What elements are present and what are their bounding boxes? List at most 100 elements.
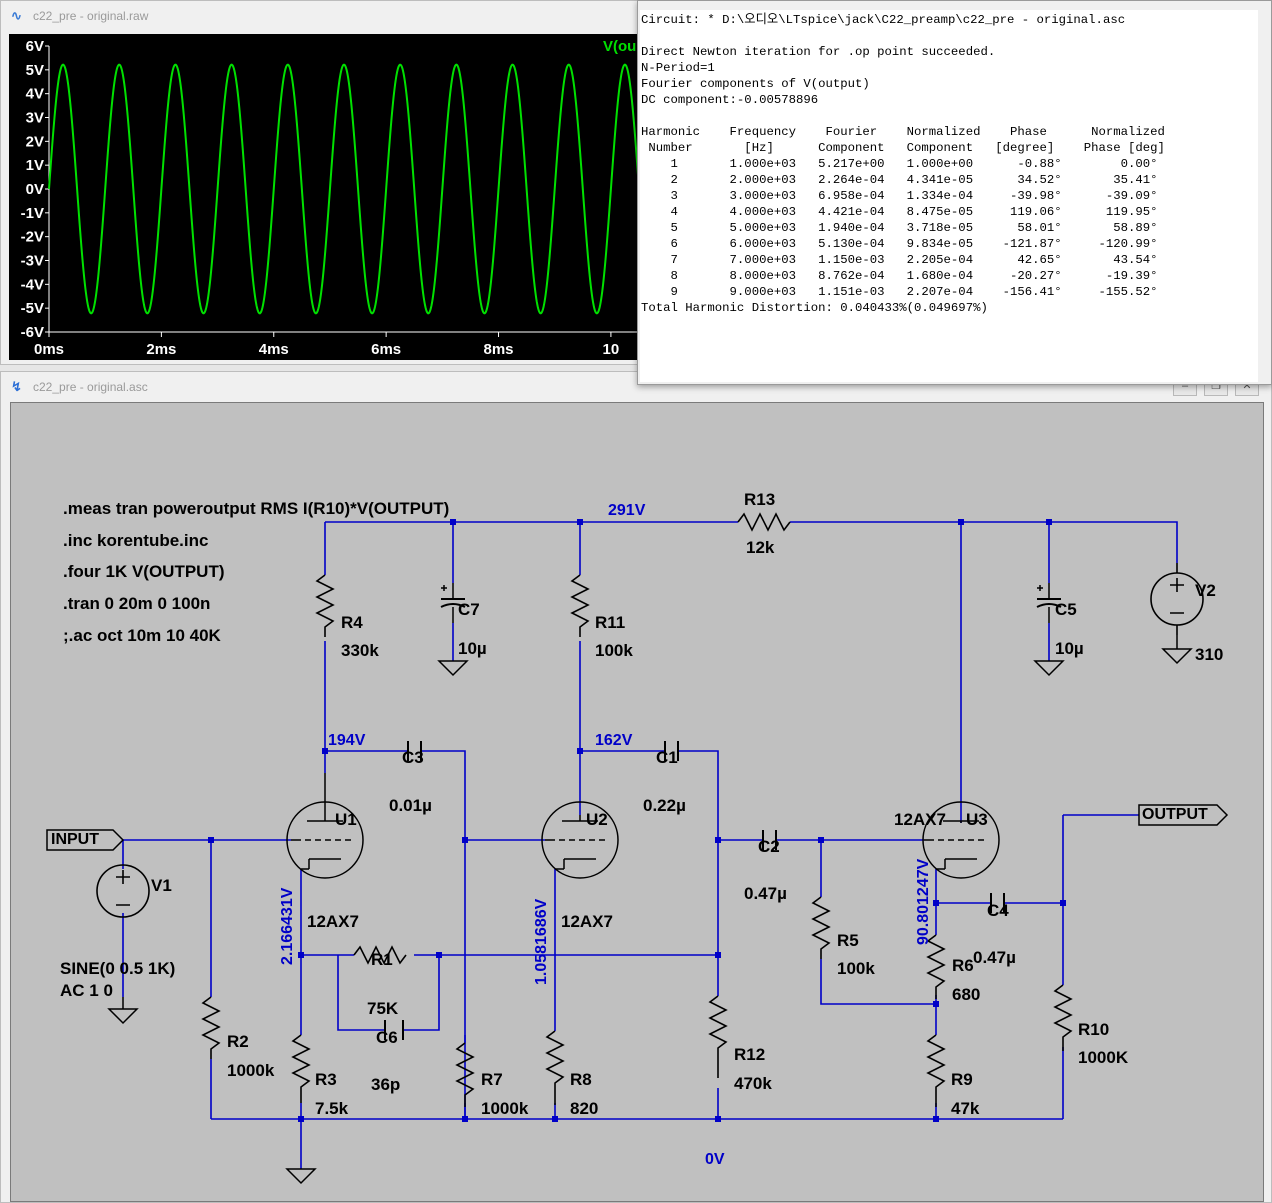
u3-cathode-voltage-label: 90.801247V: [915, 858, 932, 945]
directive-meas[interactable]: .meas tran poweroutput RMS I(R10)*V(OUTP…: [63, 499, 450, 518]
c6-symbol: [384, 1020, 404, 1040]
directive-four[interactable]: .four 1K V(OUTPUT): [63, 562, 225, 581]
r8-value[interactable]: 820: [570, 1099, 599, 1118]
spice-log-text[interactable]: Circuit: * D:\오디오\LTspice\jack\C22_pream…: [640, 10, 1259, 382]
input-port-shape: [46, 829, 125, 851]
c5-name[interactable]: C5: [1055, 600, 1077, 619]
c2-value[interactable]: 0.47µ: [744, 884, 787, 903]
log-line: 9 9.000e+03 1.151e-03 2.207e-04 -156.41°…: [641, 285, 1158, 299]
u1-plate-voltage-label: 194V: [328, 732, 366, 749]
r4-symbol: [315, 574, 335, 637]
r11-name[interactable]: R11: [595, 613, 626, 632]
r5-symbol: [811, 896, 831, 959]
r13-name[interactable]: R13: [744, 490, 776, 509]
y-tick-label: 6V: [26, 38, 44, 55]
input-port-label[interactable]: INPUT: [51, 831, 99, 848]
log-line: 3 3.000e+03 6.958e-04 1.334e-04 -39.98° …: [641, 189, 1158, 203]
wires: [122, 521, 1178, 1169]
cap-wires: [441, 583, 1050, 623]
log-line: Number [Hz] Component Component [degree]…: [641, 141, 1165, 155]
r8-symbol: [545, 1030, 565, 1105]
y-tick-label: -3V: [21, 253, 44, 270]
schematic-window[interactable]: ↯ c22_pre - original.asc – ❐ ✕: [0, 371, 1272, 1203]
r4-name[interactable]: R4: [341, 613, 363, 632]
r7-name[interactable]: R7: [481, 1070, 503, 1089]
r2-name[interactable]: R2: [227, 1032, 249, 1051]
r3-value[interactable]: 7.5k: [315, 1099, 349, 1118]
supply-voltage-label: 291V: [608, 502, 646, 519]
r13-value[interactable]: 12k: [746, 538, 775, 557]
r8-name[interactable]: R8: [570, 1070, 592, 1089]
v2-value[interactable]: 310: [1195, 645, 1224, 664]
u2-triode: [541, 801, 619, 879]
v2-name[interactable]: V2: [1195, 581, 1216, 600]
schematic-drawing: [46, 512, 1229, 1185]
c1-value[interactable]: 0.22µ: [643, 796, 686, 815]
r11-symbol: [570, 574, 590, 637]
r5-name[interactable]: R5: [837, 931, 859, 950]
ground-symbols: [107, 635, 1193, 1185]
c3-name[interactable]: C3: [402, 748, 424, 767]
r4-value[interactable]: 330k: [341, 641, 379, 660]
waveform-window-titlebar[interactable]: ∿ c22_pre - original.raw: [1, 1, 639, 31]
v1-symbol: [96, 864, 150, 918]
c6-name[interactable]: C6: [376, 1028, 398, 1047]
r2-value[interactable]: 1000k: [227, 1061, 275, 1080]
v1-name[interactable]: V1: [151, 876, 172, 895]
output-port-label[interactable]: OUTPUT: [1142, 806, 1208, 823]
r10-value[interactable]: 1000K: [1078, 1048, 1129, 1067]
r1-symbol: [353, 945, 407, 965]
schematic-window-titlebar[interactable]: ↯ c22_pre - original.asc: [1, 372, 1271, 402]
junction-dots: [208, 519, 1066, 1122]
u1-value[interactable]: 12AX7: [307, 912, 359, 931]
log-line: N-Period=1: [641, 61, 715, 75]
u2-value[interactable]: 12AX7: [561, 912, 613, 931]
schematic-canvas[interactable]: .meas tran poweroutput RMS I(R10)*V(OUTP…: [10, 402, 1264, 1202]
r3-name[interactable]: R3: [315, 1070, 337, 1089]
u1-name[interactable]: U1: [335, 810, 357, 829]
r12-name[interactable]: R12: [734, 1045, 766, 1064]
r12-symbol: [708, 995, 728, 1078]
ground-voltage-label: 0V: [705, 1151, 725, 1168]
r11-value[interactable]: 100k: [595, 641, 633, 660]
r1-value[interactable]: 75K: [367, 999, 399, 1018]
c3-value[interactable]: 0.01µ: [389, 796, 432, 815]
r12-value[interactable]: 470k: [734, 1074, 772, 1093]
r9-value[interactable]: 47k: [951, 1099, 980, 1118]
log-line: 5 5.000e+03 1.940e-04 3.718e-05 58.01° 5…: [641, 221, 1158, 235]
y-tick-label: -6V: [21, 324, 44, 341]
u3-name[interactable]: U3: [966, 810, 988, 829]
log-line: Total Harmonic Distortion: 0.040433%(0.0…: [641, 301, 988, 315]
directive-inc[interactable]: .inc korentube.inc: [63, 531, 209, 550]
c2-name[interactable]: C2: [758, 837, 780, 856]
c4-name[interactable]: C4: [987, 901, 1009, 920]
log-scrollbar[interactable]: [1258, 10, 1269, 382]
u2-name[interactable]: U2: [586, 810, 608, 829]
r1-name[interactable]: R1: [371, 950, 393, 969]
c4-value[interactable]: 0.47µ: [973, 948, 1016, 967]
r9-name[interactable]: R9: [951, 1070, 973, 1089]
r5-value[interactable]: 100k: [837, 959, 875, 978]
r6-value[interactable]: 680: [952, 985, 981, 1004]
v1-value-ac[interactable]: AC 1 0: [60, 981, 113, 1000]
r10-name[interactable]: R10: [1078, 1020, 1110, 1039]
trace-legend-label: V(ou: [603, 38, 636, 55]
u1-triode: [286, 773, 364, 879]
u3-value[interactable]: 12AX7: [894, 810, 946, 829]
directive-tran[interactable]: .tran 0 20m 0 100n: [63, 594, 211, 613]
spice-log-window[interactable]: Circuit: * D:\오디오\LTspice\jack\C22_pream…: [637, 0, 1272, 385]
c7-name[interactable]: C7: [458, 600, 480, 619]
c4-symbol: [990, 893, 1005, 913]
c1-name[interactable]: C1: [656, 748, 678, 767]
directive-ac[interactable]: ;.ac oct 10m 10 40K: [63, 626, 221, 645]
c5-value[interactable]: 10µ: [1055, 639, 1084, 658]
r6-name[interactable]: R6: [952, 956, 974, 975]
u1-cathode-voltage-label: 2.166431V: [279, 887, 296, 965]
v1-value-sine[interactable]: SINE(0 0.5 1K): [60, 959, 176, 978]
c7-value[interactable]: 10µ: [458, 639, 487, 658]
r7-value[interactable]: 1000k: [481, 1099, 529, 1118]
plot-app-icon: ∿: [11, 8, 22, 23]
c6-value[interactable]: 36p: [371, 1075, 401, 1094]
